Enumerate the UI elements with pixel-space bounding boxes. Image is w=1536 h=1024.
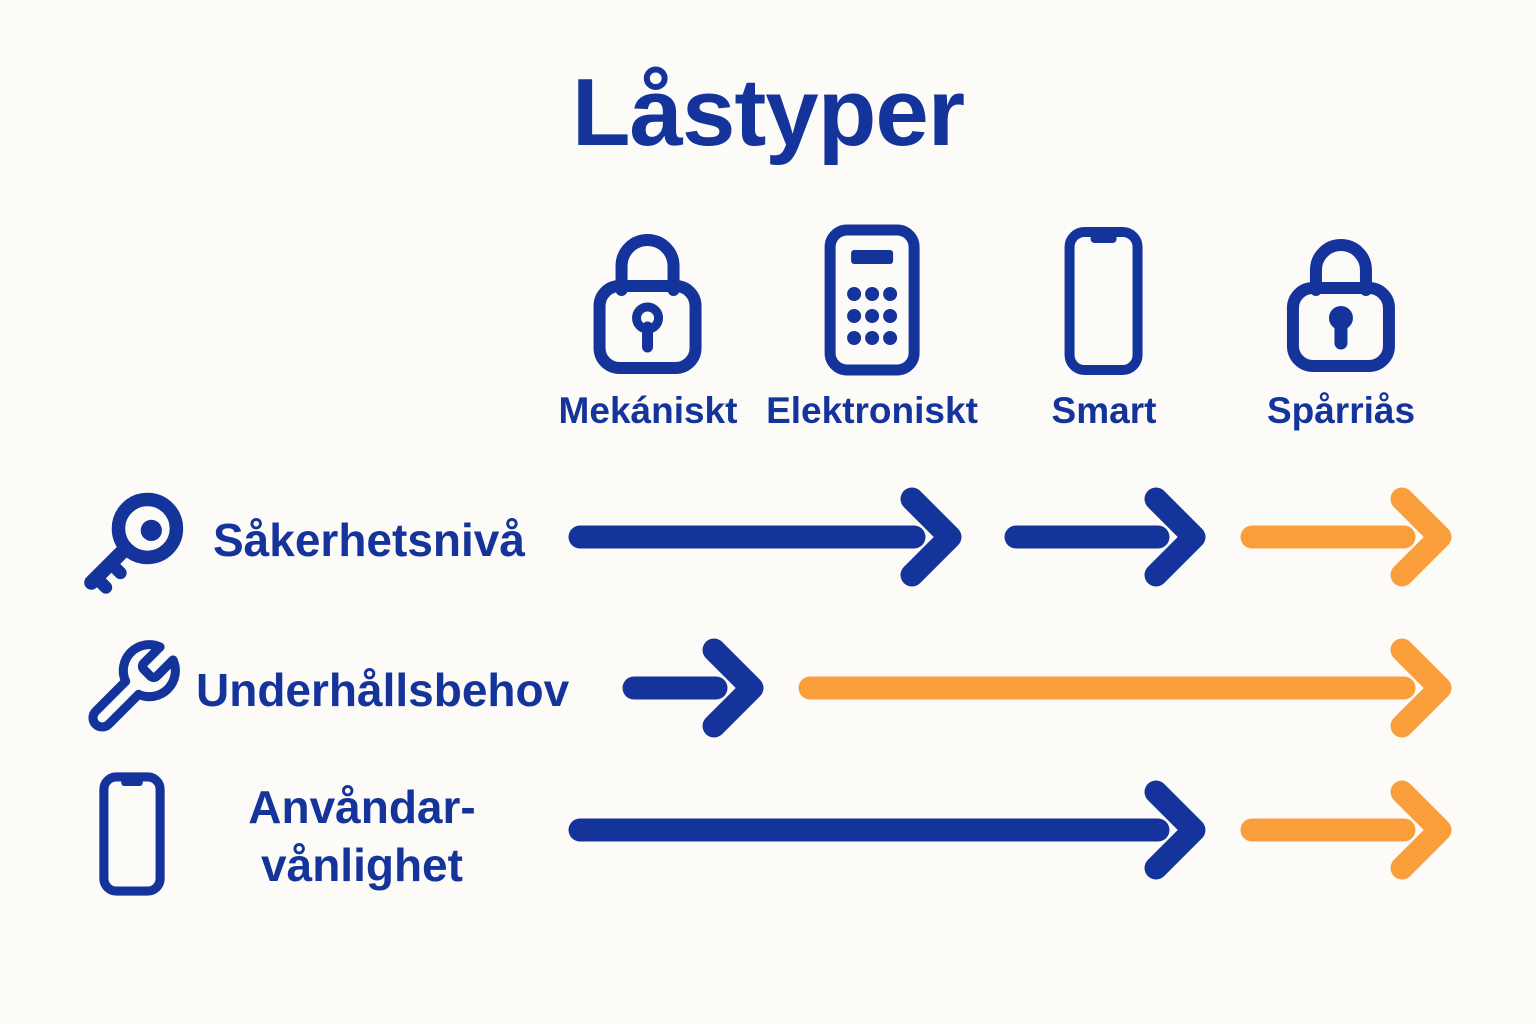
column-label-sparrias: Spårriås — [1266, 390, 1416, 431]
arrow-head-row0-1 — [1144, 487, 1206, 587]
wrench-icon — [80, 636, 184, 745]
row-label-sakerhetsniva: Såkerhetsnivå — [213, 514, 525, 566]
row-label-underhallsbehov: Underhållsbehov — [196, 664, 570, 716]
page-title: Låstyper — [571, 59, 965, 166]
arrow-head-row1-0 — [702, 638, 764, 738]
column-sparrias: Spårriås — [1267, 218, 1415, 432]
arrow-head-row0-2 — [1390, 487, 1452, 587]
column-label-elektroniskt: Elektroniskt — [766, 390, 978, 431]
smartphone-icon — [1064, 218, 1144, 376]
row-label-line1: Anvåndar- — [248, 781, 476, 833]
column-label-smart: Smart — [1051, 390, 1157, 431]
arrow-head-row2-1 — [1390, 780, 1452, 880]
arrow-head-row0-0 — [900, 487, 962, 587]
arrow-head-row2-0 — [1144, 780, 1206, 880]
row-label-anvandarvanlighet: Anvåndar- vånlighet — [212, 778, 512, 894]
column-elektroniskt: Elektroniskt — [766, 218, 978, 432]
smartphone-icon — [94, 772, 170, 901]
row-label-line2: vånlighet — [261, 839, 463, 891]
key-icon — [76, 486, 188, 603]
column-smart: Smart — [1051, 218, 1157, 432]
column-label-mekaniskt: Mekániskt — [558, 390, 738, 431]
padlock-outline-keyhole-icon — [588, 218, 708, 376]
column-mekaniskt: Mekániskt — [558, 218, 738, 432]
padlock-solid-keyhole-icon — [1283, 218, 1399, 376]
arrow-head-row1-1 — [1390, 638, 1452, 738]
keypad-icon — [824, 218, 920, 376]
